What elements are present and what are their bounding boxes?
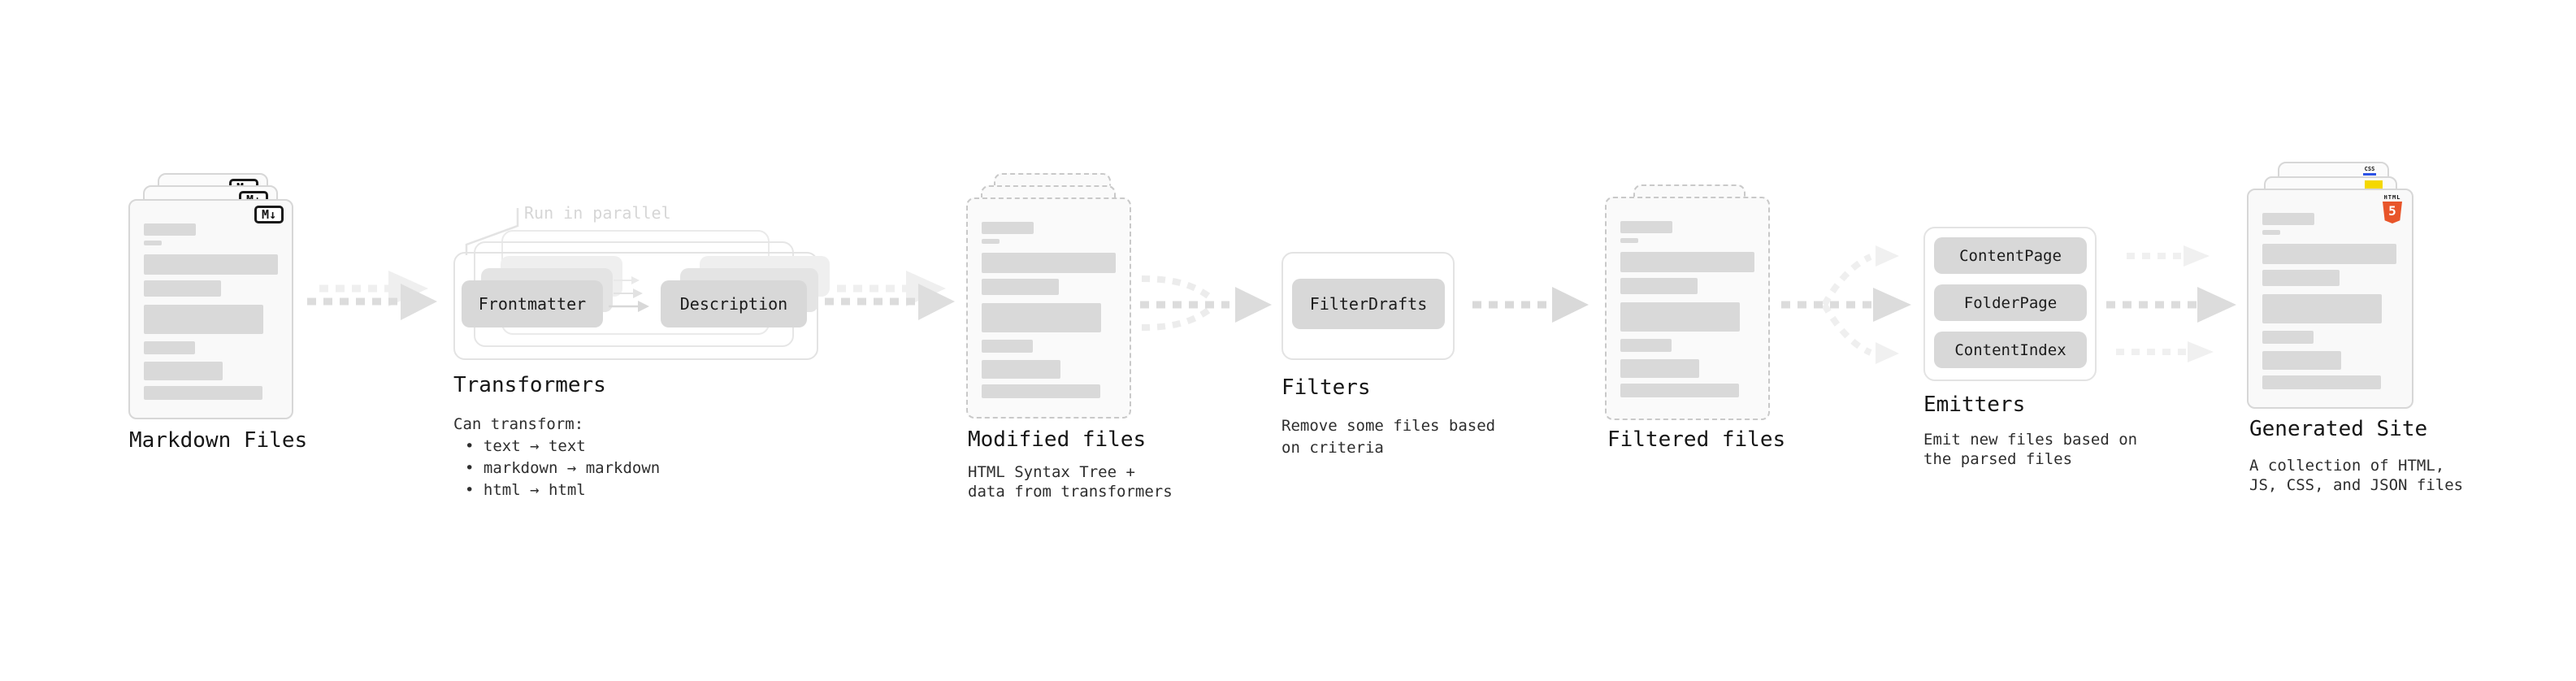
document-card: M↓ xyxy=(128,199,293,419)
description-line: A collection of HTML, xyxy=(2249,457,2445,475)
doc-line xyxy=(982,279,1059,295)
doc-line xyxy=(2262,230,2280,235)
doc-line xyxy=(982,360,1060,379)
stage-label: Transformers xyxy=(453,373,606,397)
document-content-placeholder xyxy=(2262,213,2396,389)
doc-line xyxy=(1620,238,1638,243)
description-line: data from transformers xyxy=(968,483,1173,501)
doc-line xyxy=(144,254,278,275)
stage-description: A collection of HTML, JS, CSS, and JSON … xyxy=(2249,456,2463,495)
transformer-pill-description: Description xyxy=(661,280,807,327)
description-line: Remove some files based xyxy=(1281,417,1496,435)
dashed-arrow-icon xyxy=(1472,287,1589,323)
markdown-icon: M↓ xyxy=(254,206,284,223)
css-underline xyxy=(2363,173,2376,176)
doc-line xyxy=(144,280,221,297)
emitter-pill-contentindex: ContentIndex xyxy=(1934,332,2087,368)
doc-line xyxy=(144,241,162,245)
doc-line xyxy=(2262,331,2314,344)
css-icon: CSS xyxy=(2361,167,2378,176)
bullet-item: • html → html xyxy=(465,481,586,499)
transformer-pill-frontmatter: Frontmatter xyxy=(462,280,603,327)
emitter-pill-contentpage: ContentPage xyxy=(1934,237,2087,274)
doc-line xyxy=(1620,252,1754,272)
doc-line xyxy=(1620,278,1698,294)
doc-line xyxy=(2262,351,2341,370)
doc-line xyxy=(982,239,1000,244)
run-in-parallel-note: Run in parallel xyxy=(524,203,671,223)
stage-label: Emitters xyxy=(1923,393,2026,417)
doc-line xyxy=(144,386,262,400)
doc-line xyxy=(144,223,196,236)
doc-line xyxy=(144,362,223,380)
bullet-list: • text → text • markdown → markdown • ht… xyxy=(453,436,660,501)
document-content-placeholder xyxy=(1620,221,1754,397)
doc-line xyxy=(982,303,1101,332)
converging-arrow-icon xyxy=(1140,275,1272,331)
stage-label: Filtered files xyxy=(1607,427,1786,452)
bullet-item: • text → text xyxy=(465,437,586,455)
doc-line xyxy=(2262,244,2396,264)
doc-line xyxy=(1620,302,1740,332)
note-connector-line xyxy=(465,208,519,255)
doc-line xyxy=(2262,270,2340,286)
description-line: on criteria xyxy=(1281,439,1384,457)
description-line: JS, CSS, and JSON files xyxy=(2249,476,2464,494)
list-title: Can transform: xyxy=(453,415,584,433)
fanout-arrow-icon xyxy=(1781,245,1911,364)
doc-line xyxy=(982,384,1100,398)
parallel-arrows-icon xyxy=(609,276,649,312)
html5-shield: 5 xyxy=(2383,202,2402,223)
document-card xyxy=(1605,197,1770,420)
doc-line xyxy=(982,340,1033,353)
doc-line xyxy=(2262,375,2381,389)
filter-pill-filterdrafts: FilterDrafts xyxy=(1292,279,1445,329)
document-card: HTML 5 xyxy=(2247,189,2413,409)
document-content-placeholder xyxy=(144,223,278,400)
html5-icon: HTML 5 xyxy=(2382,194,2403,223)
doc-line xyxy=(2262,213,2314,225)
stage-description: HTML Syntax Tree + data from transformer… xyxy=(968,462,1173,501)
doc-line xyxy=(1620,384,1739,397)
js-icon xyxy=(2365,180,2383,190)
description-line: the parsed files xyxy=(1923,450,2073,468)
stage-label: Filters xyxy=(1281,375,1371,400)
bullet-item: • markdown → markdown xyxy=(465,459,661,477)
html5-word: HTML xyxy=(2383,194,2401,201)
emitter-pill-folderpage: FolderPage xyxy=(1934,284,2087,321)
document-card xyxy=(966,197,1131,419)
doc-line xyxy=(144,305,263,334)
stage-label: Modified files xyxy=(968,427,1147,452)
description-line: Emit new files based on xyxy=(1923,431,2138,449)
dashed-arrow-icon xyxy=(825,271,955,320)
stage-description: Remove some files based on criteria xyxy=(1281,415,1495,459)
doc-line xyxy=(982,222,1034,234)
css-label: CSS xyxy=(2364,166,2375,172)
document-content-placeholder xyxy=(982,222,1116,398)
doc-line xyxy=(144,341,195,354)
description-line: HTML Syntax Tree + xyxy=(968,463,1135,481)
doc-line xyxy=(1620,339,1672,352)
stage-label: Markdown Files xyxy=(129,428,308,453)
stage-label: Generated Site xyxy=(2249,417,2428,441)
doc-line xyxy=(2262,294,2382,323)
triple-arrow-icon xyxy=(2106,245,2236,362)
stage-description: Can transform: • text → text • markdown … xyxy=(453,414,660,501)
dashed-arrow-icon xyxy=(307,271,437,320)
doc-line xyxy=(1620,359,1699,378)
doc-line xyxy=(1620,221,1672,233)
stage-description: Emit new files based on the parsed files xyxy=(1923,430,2137,469)
doc-line xyxy=(982,253,1116,273)
